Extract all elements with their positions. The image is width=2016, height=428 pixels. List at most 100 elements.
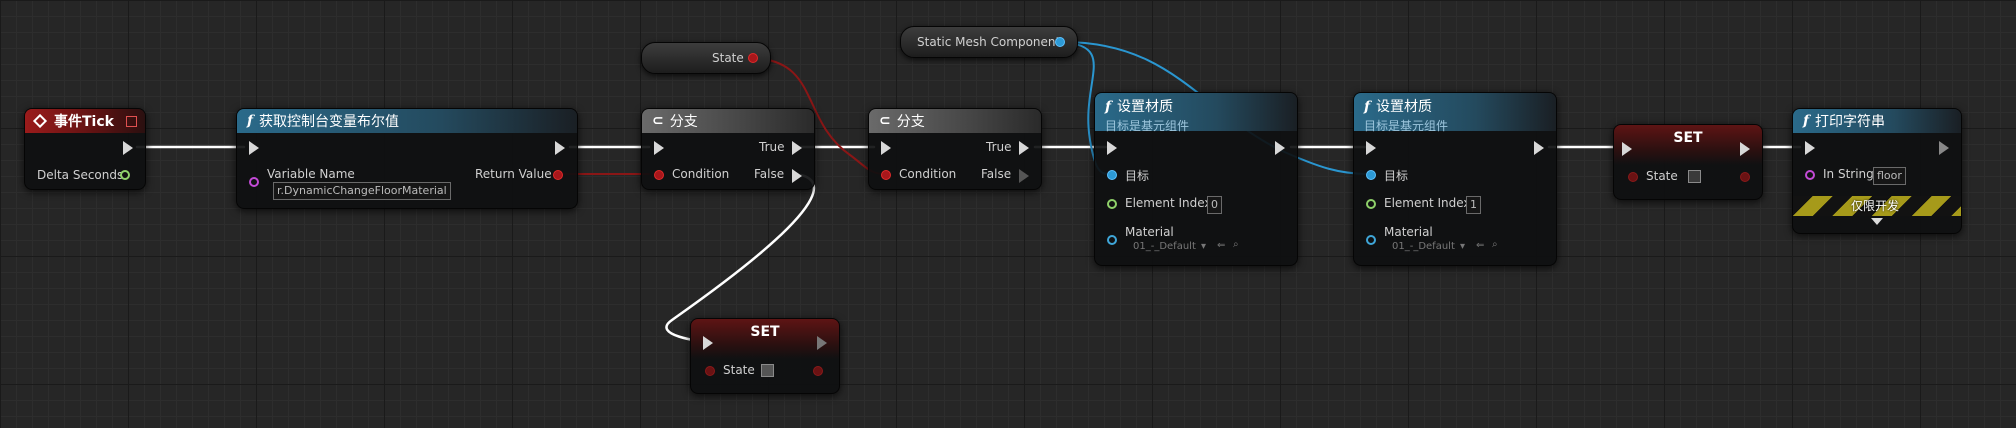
set-title: SET	[750, 324, 780, 340]
branch-title: 分支	[669, 114, 698, 130]
dropdown-caret-icon[interactable]: ▾	[1201, 241, 1207, 252]
element-index-label: Element Index	[1384, 196, 1471, 210]
variable-name-pin[interactable]	[249, 177, 259, 187]
expand-caret-icon[interactable]	[1871, 218, 1883, 225]
state-label: State	[723, 363, 755, 377]
delegate-pin-icon[interactable]	[126, 115, 137, 127]
return-value-pin[interactable]	[553, 170, 563, 180]
false-exec-pin[interactable]	[1019, 169, 1029, 183]
variable-name-input[interactable]: r.DynamicChangeFloorMaterial	[273, 182, 451, 200]
exec-in-pin[interactable]	[1107, 141, 1117, 155]
set-state-node-top[interactable]: SET State	[1613, 124, 1763, 200]
get-console-variable-header: f 获取控制台变量布尔值	[237, 109, 577, 133]
dropdown-caret-icon[interactable]: ▾	[1460, 241, 1466, 252]
browse-icon[interactable]: ⌕	[1492, 239, 1498, 250]
target-pin[interactable]	[1366, 170, 1376, 180]
exec-in-pin[interactable]	[1622, 142, 1632, 156]
state-label: State	[1646, 169, 1678, 183]
set-material-subtitle: 目标是基元组件	[1105, 119, 1190, 133]
false-exec-pin[interactable]	[792, 169, 802, 183]
material-label: Material	[1384, 225, 1433, 239]
state-checkbox[interactable]	[1688, 170, 1701, 183]
exec-wire	[665, 173, 816, 344]
branch-node-1[interactable]: ⊂ 分支 True Condition False	[641, 108, 815, 190]
browse-icon[interactable]: ⌕	[1233, 239, 1239, 250]
true-label: True	[986, 140, 1012, 154]
state-getter-node[interactable]: State	[641, 42, 771, 74]
event-tick-title: 事件Tick	[54, 114, 114, 130]
true-exec-pin[interactable]	[792, 141, 802, 155]
development-only-label: 仅限开发	[1851, 199, 1900, 213]
get-console-variable-node[interactable]: f 获取控制台变量布尔值 Variable Name r.DynamicChan…	[236, 108, 578, 209]
branch-icon: ⊂	[879, 113, 891, 129]
state-getter-label: State	[712, 51, 744, 65]
exec-out-pin[interactable]	[555, 141, 565, 155]
set-material-subtitle: 目标是基元组件	[1364, 119, 1449, 133]
exec-out-pin[interactable]	[817, 336, 827, 350]
material-label: Material	[1125, 225, 1174, 239]
state-getter-pin[interactable]	[748, 53, 758, 63]
function-icon: f	[247, 113, 254, 129]
use-selected-icon[interactable]: ⇐	[1476, 240, 1485, 251]
print-string-title: 打印字符串	[1815, 114, 1886, 130]
element-index-label: Element Index	[1125, 196, 1212, 210]
event-tick-node[interactable]: 事件Tick Delta Seconds	[24, 108, 146, 190]
set-state-node-bottom[interactable]: SET State	[690, 318, 840, 394]
state-pin[interactable]	[705, 366, 715, 376]
static-mesh-component-getter[interactable]: Static Mesh Component	[900, 26, 1078, 58]
print-string-node[interactable]: f 打印字符串 In String floor 仅限开发	[1792, 108, 1962, 234]
element-index-pin[interactable]	[1366, 199, 1376, 209]
false-label: False	[754, 167, 785, 181]
state-pin[interactable]	[1628, 172, 1638, 182]
condition-label: Condition	[672, 167, 730, 181]
branch-node-2[interactable]: ⊂ 分支 True Condition False	[868, 108, 1042, 190]
true-exec-pin[interactable]	[1019, 141, 1029, 155]
diamond-event-icon	[32, 113, 48, 129]
branch-header: ⊂ 分支	[642, 109, 814, 133]
exec-in-pin[interactable]	[1805, 141, 1815, 155]
exec-out-pin[interactable]	[1275, 141, 1285, 155]
branch-title: 分支	[896, 114, 925, 130]
state-out-pin[interactable]	[813, 366, 823, 376]
in-string-pin[interactable]	[1805, 170, 1815, 180]
state-out-pin[interactable]	[1740, 172, 1750, 182]
condition-label: Condition	[899, 167, 957, 181]
print-string-header: f 打印字符串	[1793, 109, 1961, 133]
set-title: SET	[1673, 130, 1703, 146]
true-label: True	[759, 140, 785, 154]
static-mesh-component-label: Static Mesh Component	[917, 35, 1061, 49]
use-selected-icon[interactable]: ⇐	[1217, 240, 1226, 251]
condition-pin[interactable]	[881, 170, 891, 180]
state-checkbox[interactable]	[761, 364, 774, 377]
exec-out-pin[interactable]	[1534, 141, 1544, 155]
material-dropdown[interactable]: 01_-_Default	[1133, 241, 1196, 252]
material-dropdown[interactable]: 01_-_Default	[1392, 241, 1455, 252]
element-index-pin[interactable]	[1107, 199, 1117, 209]
in-string-input[interactable]: floor	[1873, 167, 1906, 185]
exec-out-pin[interactable]	[1939, 141, 1949, 155]
condition-pin[interactable]	[654, 170, 664, 180]
delta-seconds-label: Delta Seconds	[37, 168, 124, 182]
static-mesh-component-pin[interactable]	[1055, 37, 1065, 47]
exec-out-pin[interactable]	[1740, 142, 1750, 156]
material-pin[interactable]	[1107, 235, 1117, 245]
exec-in-pin[interactable]	[703, 336, 713, 350]
exec-in-pin[interactable]	[654, 141, 664, 155]
set-material-title: 设置材质	[1376, 99, 1433, 115]
exec-in-pin[interactable]	[881, 141, 891, 155]
exec-out-pin[interactable]	[123, 141, 133, 155]
element-index-input[interactable]: 1	[1466, 196, 1481, 214]
target-pin[interactable]	[1107, 170, 1117, 180]
exec-in-pin[interactable]	[249, 141, 259, 155]
delta-seconds-pin[interactable]	[120, 170, 130, 180]
function-icon: f	[1803, 113, 1810, 129]
exec-in-pin[interactable]	[1366, 141, 1376, 155]
element-index-input[interactable]: 0	[1207, 196, 1222, 214]
material-pin[interactable]	[1366, 235, 1376, 245]
function-icon: f	[1105, 99, 1112, 115]
